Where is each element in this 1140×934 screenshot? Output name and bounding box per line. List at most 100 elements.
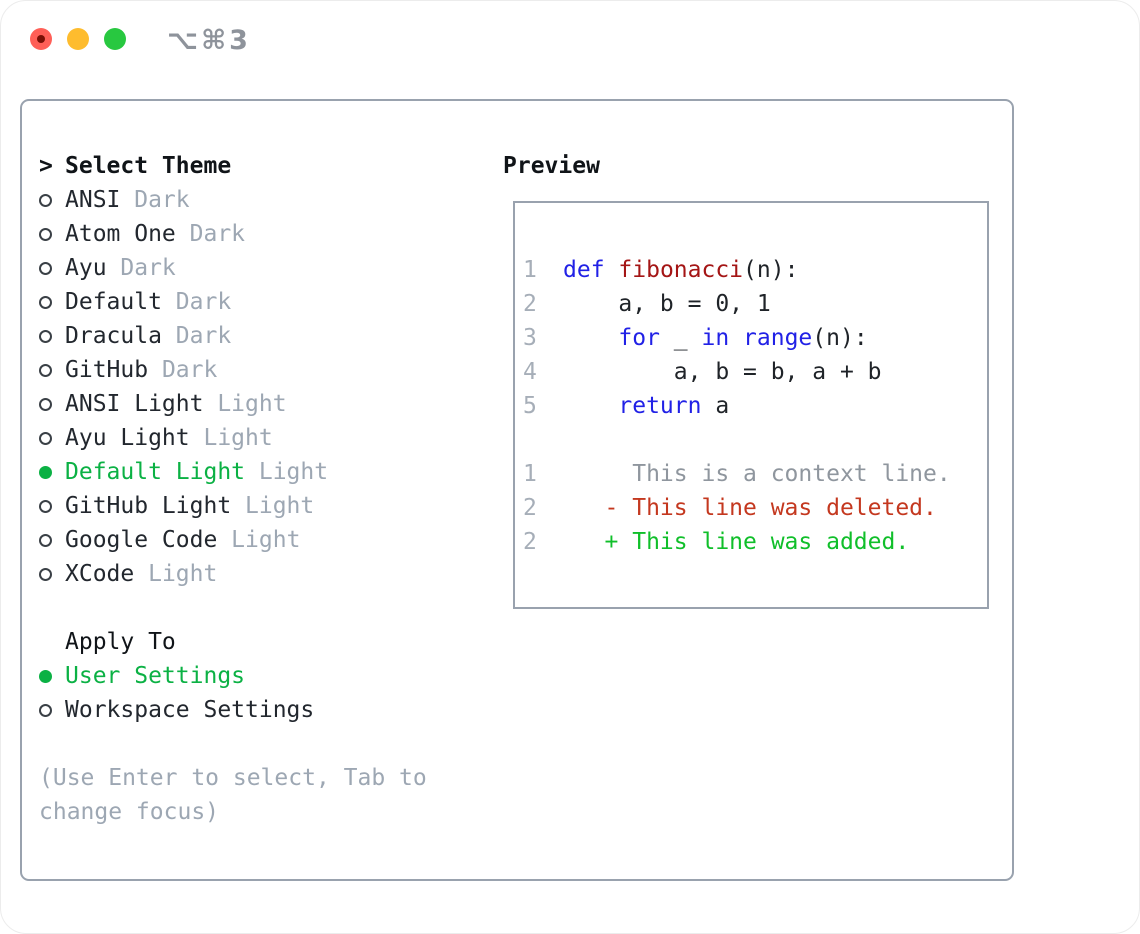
radio-icon — [39, 397, 52, 411]
option-label: Atom One — [65, 221, 176, 247]
apply-to-option[interactable]: User Settings — [39, 659, 489, 693]
radio-icon — [39, 703, 52, 717]
line-number: 2 — [523, 291, 537, 317]
code-segment-fn: fibonacci — [618, 257, 744, 283]
window-title: ⌥⌘3 — [167, 25, 251, 56]
code-segment-plain: a, b = 0, 1 — [563, 291, 771, 317]
theme-option[interactable]: XCode Light — [39, 557, 489, 591]
radio-icon — [39, 261, 52, 275]
theme-picker-header: > Select Theme — [39, 149, 489, 183]
option-label: GitHub — [65, 357, 149, 383]
code-segment-plain: (n): — [743, 257, 799, 283]
option-tag: Dark — [120, 187, 190, 213]
code-segment-kw: def — [563, 257, 605, 283]
code-segment-plain: _ — [659, 325, 702, 351]
code-line: 2 - This line was deleted. — [523, 491, 987, 525]
theme-option[interactable]: Ayu Dark — [39, 251, 489, 285]
code-segment-plain: a — [701, 393, 730, 419]
code-line: 3 for _ in range(n): — [523, 321, 987, 355]
apply-to-option[interactable]: Workspace Settings — [39, 693, 489, 727]
code-line: 2 a, b = 0, 1 — [523, 287, 987, 321]
code-segment-add: + This line was added. — [563, 529, 910, 555]
option-label: ANSI Light — [65, 391, 204, 417]
code-segment-kw: return — [618, 393, 702, 419]
code-segment-plain — [563, 389, 618, 423]
code-segment-kw: for — [618, 325, 660, 351]
option-label: Dracula — [65, 323, 162, 349]
theme-option[interactable]: Dracula Dark — [39, 319, 489, 353]
option-tag: Light — [189, 425, 273, 451]
option-tag: Light — [217, 527, 301, 553]
theme-option[interactable]: ANSI Light Light — [39, 387, 489, 421]
radio-icon — [39, 363, 52, 377]
radio-icon — [39, 431, 52, 445]
line-number: 1 — [523, 257, 537, 283]
code-segment-plain: (n): — [812, 325, 868, 351]
theme-picker-title: Select Theme — [65, 153, 232, 179]
theme-option[interactable]: Google Code Light — [39, 523, 489, 557]
theme-option[interactable]: Ayu Light Light — [39, 421, 489, 455]
theme-option[interactable]: GitHub Light Light — [39, 489, 489, 523]
spacer — [39, 591, 489, 625]
prompt-icon: > — [39, 153, 53, 179]
zoom-button[interactable] — [104, 28, 126, 50]
titlebar: ⌥⌘3 — [1, 1, 1139, 77]
code-line: 2 + This line was added. — [523, 525, 987, 559]
keyboard-hint-line-2: change focus) — [39, 799, 220, 825]
line-number: 3 — [523, 325, 537, 351]
code-line: 1 def fibonacci(n): — [523, 253, 987, 287]
radio-selected-icon — [39, 465, 52, 479]
option-tag: Light — [245, 459, 329, 485]
option-label: Google Code — [65, 527, 218, 553]
spacer — [39, 727, 489, 761]
option-label: ANSI — [65, 187, 121, 213]
code-segment-kw: in — [701, 325, 730, 351]
theme-option[interactable]: ANSI Dark — [39, 183, 489, 217]
close-button[interactable] — [30, 28, 52, 50]
radio-icon — [39, 193, 52, 207]
code-segment-plain: a, b = b, a + b — [563, 359, 882, 385]
option-tag: Light — [134, 561, 218, 587]
apply-to-header: Apply To — [39, 625, 489, 659]
option-tag: Dark — [161, 323, 232, 349]
line-number: 2 — [523, 529, 537, 555]
apply-to-title: Apply To — [65, 629, 176, 655]
code-line: 4 a, b = b, a + b — [523, 355, 987, 389]
line-number: 5 — [523, 393, 537, 419]
line-number: 4 — [523, 359, 537, 385]
code-segment-ctx: This is a context line. — [563, 461, 951, 487]
code-segment-plain — [605, 253, 619, 287]
radio-icon — [39, 329, 52, 343]
code-segment-plain — [563, 321, 618, 355]
radio-icon — [39, 499, 52, 513]
preview-title: Preview — [503, 153, 600, 179]
option-label: Workspace Settings — [65, 697, 315, 723]
option-label: Default — [65, 289, 162, 315]
option-tag: Light — [203, 391, 287, 417]
theme-option[interactable]: GitHub Dark — [39, 353, 489, 387]
theme-option[interactable]: Atom One Dark — [39, 217, 489, 251]
radio-icon — [39, 295, 52, 309]
code-line — [523, 423, 987, 457]
theme-option[interactable]: Default Light Light — [39, 455, 489, 489]
option-tag: Dark — [106, 255, 176, 281]
theme-option[interactable]: Default Dark — [39, 285, 489, 319]
option-tag: Dark — [175, 221, 246, 247]
option-tag: Dark — [161, 289, 232, 315]
option-label: User Settings — [65, 663, 246, 689]
option-tag: Dark — [148, 357, 218, 383]
code-segment-kw: range — [743, 325, 813, 351]
minimize-button[interactable] — [67, 28, 89, 50]
line-number: 2 — [523, 495, 537, 521]
code-segment-plain — [729, 321, 743, 355]
radio-icon — [39, 567, 52, 581]
option-tag: Light — [231, 493, 315, 519]
radio-icon — [39, 533, 52, 547]
code-segment-del: - This line was deleted. — [563, 495, 937, 521]
option-label: Ayu — [65, 255, 107, 281]
